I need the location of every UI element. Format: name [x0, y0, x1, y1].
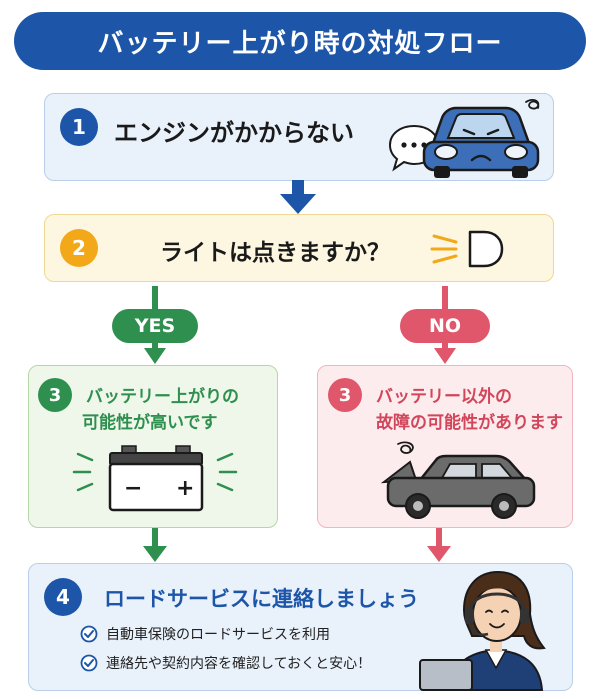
arrow-no-to-step4 [427, 528, 451, 562]
yes-label: YES [112, 309, 198, 343]
step2-number-badge: 2 [60, 229, 98, 267]
step4-number-badge: 4 [44, 578, 82, 616]
worried-car-icon [422, 99, 540, 178]
arrow-step1-to-step2 [280, 180, 316, 214]
arrow-yes-to-step4 [143, 528, 167, 562]
check-circle-icon [80, 625, 98, 643]
battery-minus-sign: − [124, 476, 143, 501]
step3-no-line2: 故障の可能性があります [376, 413, 563, 433]
check-circle-icon [80, 654, 98, 672]
step2-text: ライトは点きますか？ [160, 240, 390, 266]
step1-number-badge: 1 [60, 108, 98, 146]
step4-text: ロードサービスに連絡しましょう [104, 587, 419, 611]
check-item-insurance: 自動車保険のロードサービスを利用 [80, 624, 330, 644]
no-label: NO [400, 309, 490, 343]
step3-yes-number-badge: 3 [38, 378, 72, 412]
check-item-contract: 連絡先や契約内容を確認しておくと安心！ [80, 653, 371, 673]
step3-yes-line2: 可能性が高いです [82, 413, 218, 433]
page-title: バッテリー上がり時の対処フロー [14, 12, 586, 70]
step1-text: エンジンがかからない [114, 119, 354, 147]
check-item-text: 連絡先や契約内容を確認しておくと安心！ [106, 656, 372, 672]
check-item-text: 自動車保険のロードサービスを利用 [106, 627, 330, 643]
battery-icon [72, 445, 238, 512]
page-title-text: バッテリー上がり時の対処フロー [97, 28, 503, 59]
broken-car-icon [380, 441, 536, 519]
step3-no-number-badge: 3 [328, 378, 362, 412]
step3-no-line1: バッテリー以外の [376, 387, 512, 407]
step3-yes-line1: バッテリー上がりの [86, 387, 239, 407]
headlight-icon [430, 230, 504, 268]
operator-headset-icon [419, 570, 546, 691]
battery-plus-sign: + [176, 476, 195, 501]
